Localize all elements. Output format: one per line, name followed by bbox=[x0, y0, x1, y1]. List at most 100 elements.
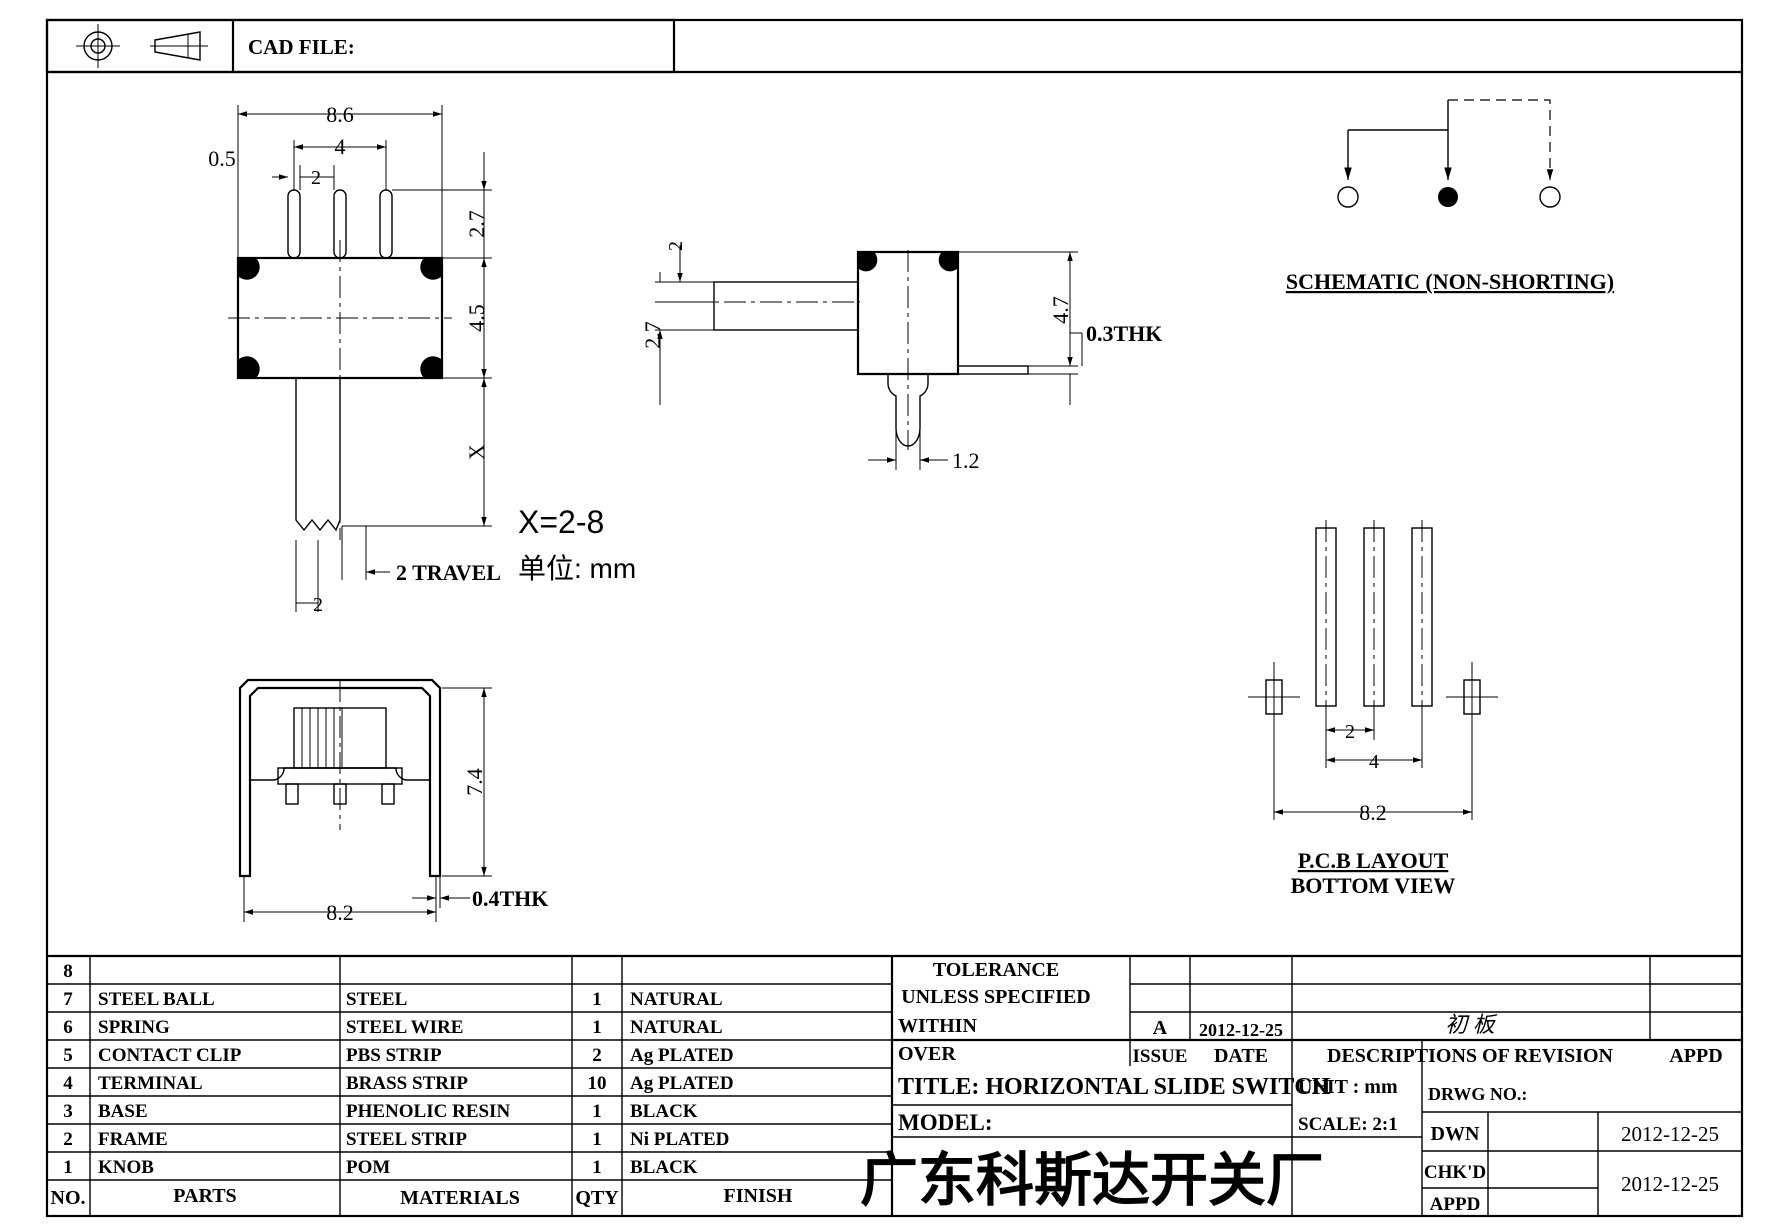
dim-body-label: 4.7 bbox=[1048, 296, 1073, 324]
bom-cell-no: 5 bbox=[63, 1045, 73, 1066]
drawing-title: TITLE: HORIZONTAL SLIDE SWITCH bbox=[898, 1074, 1331, 1100]
dim-knob-width-label: 2 bbox=[313, 594, 323, 616]
over-label: OVER bbox=[898, 1043, 956, 1065]
bom-cell-qty: 10 bbox=[588, 1073, 607, 1094]
cad-file-label: CAD FILE: bbox=[248, 35, 355, 59]
model-label: MODEL: bbox=[898, 1110, 993, 1135]
front-dim-width-label: 8.2 bbox=[326, 900, 354, 925]
dim-leg-label: 1.2 bbox=[952, 448, 980, 473]
pcb-bottom-view-label: BOTTOM VIEW bbox=[1291, 873, 1456, 898]
bom-cell-material: PBS STRIP bbox=[346, 1045, 442, 1066]
drwg-no-label: DRWG NO.: bbox=[1428, 1084, 1527, 1104]
bom-cell-part: FRAME bbox=[98, 1129, 168, 1150]
bom-cell-material: POM bbox=[346, 1157, 390, 1178]
bom-cell-no: 4 bbox=[63, 1073, 73, 1094]
issue-label: ISSUE bbox=[1133, 1046, 1188, 1067]
front-view: 7.4 8.2 0.4THK bbox=[238, 678, 548, 925]
bom-cell-qty: 1 bbox=[592, 1129, 602, 1150]
projection-symbol-icon bbox=[76, 24, 208, 68]
x-range-label: X=2-8 bbox=[518, 504, 604, 540]
bom-row: 8 bbox=[63, 961, 73, 982]
revision-note: 初 板 bbox=[1445, 1012, 1498, 1037]
schematic-label: SCHEMATIC (NON-SHORTING) bbox=[1286, 269, 1614, 294]
bom-cell-part: STEEL BALL bbox=[98, 989, 215, 1010]
drawing-border bbox=[45, 18, 1744, 1218]
bom-cell-no: 8 bbox=[63, 961, 73, 982]
bom-row: 1 KNOB POM 1 BLACK bbox=[63, 1157, 698, 1178]
dim-pin-span-label: 4 bbox=[335, 134, 346, 159]
unit-note-label: 单位: mm bbox=[518, 553, 636, 584]
bom-cell-qty: 1 bbox=[592, 1017, 602, 1038]
front-dim-thk-label: 0.4THK bbox=[472, 886, 548, 911]
unless-specified-label: UNLESS SPECIFIED bbox=[901, 986, 1091, 1008]
header-box bbox=[45, 18, 676, 74]
company-name: 广东科斯达开关厂 bbox=[860, 1148, 1324, 1213]
pcb-dim-width-label: 8.2 bbox=[1359, 800, 1387, 825]
pcb-dim-span-label: 4 bbox=[1369, 751, 1379, 773]
bom-cell-material: STEEL STRIP bbox=[346, 1129, 467, 1150]
bom-header-finish: FINISH bbox=[724, 1185, 793, 1207]
bom-cell-material: STEEL bbox=[346, 989, 407, 1010]
title-block: TOLERANCE UNLESS SPECIFIED WITHIN OVER A… bbox=[860, 956, 1742, 1216]
travel-label: 2 TRAVEL bbox=[396, 560, 501, 585]
bom-cell-no: 6 bbox=[63, 1017, 73, 1038]
contact-open-icon bbox=[1539, 186, 1561, 208]
bom-row: 6 SPRING STEEL WIRE 1 NATURAL bbox=[63, 1017, 722, 1038]
bom-cell-finish: BLACK bbox=[630, 1101, 698, 1122]
bom-cell-material: STEEL WIRE bbox=[346, 1017, 463, 1038]
bom-header-materials: MATERIALS bbox=[400, 1187, 520, 1209]
within-label: WITHIN bbox=[898, 1015, 977, 1037]
bom-cell-no: 1 bbox=[63, 1157, 73, 1178]
bom-row: 7 STEEL BALL STEEL 1 NATURAL bbox=[63, 989, 722, 1010]
bom-cell-part: CONTACT CLIP bbox=[98, 1045, 242, 1066]
bom-cell-part: SPRING bbox=[98, 1017, 170, 1038]
bom-cell-material: PHENOLIC RESIN bbox=[346, 1101, 510, 1122]
dim-width-label: 8.6 bbox=[326, 102, 354, 127]
appd-label: APPD bbox=[1430, 1194, 1481, 1215]
bom-cell-no: 2 bbox=[63, 1129, 73, 1150]
appd-revision-label: APPD bbox=[1669, 1045, 1722, 1067]
bom-cell-qty: 1 bbox=[592, 1101, 602, 1122]
chkd-date: 2012-12-25 bbox=[1621, 1172, 1719, 1196]
contact-open-icon bbox=[1337, 186, 1359, 208]
bom-row: 5 CONTACT CLIP PBS STRIP 2 Ag PLATED bbox=[63, 1045, 733, 1066]
pcb-layout-label: P.C.B LAYOUT bbox=[1298, 848, 1449, 873]
top-view: 8.6 4 2 0.5 2.7 4.5 X X=2-8 单位: mm 2 2 T… bbox=[208, 102, 636, 616]
tolerance-label: TOLERANCE bbox=[933, 959, 1059, 981]
bom-cell-finish: NATURAL bbox=[630, 989, 723, 1010]
bom-cell-part: KNOB bbox=[98, 1157, 154, 1178]
descriptions-of-revision-label: DESCRIPTIONS OF REVISION bbox=[1327, 1045, 1614, 1067]
bom-cell-no: 7 bbox=[63, 989, 73, 1010]
dim-pin-height-label: 2.7 bbox=[464, 210, 489, 238]
issue-date: 2012-12-25 bbox=[1199, 1020, 1283, 1040]
dim-body-height-label: 4.5 bbox=[464, 304, 489, 332]
bom-cell-finish: NATURAL bbox=[630, 1017, 723, 1038]
bom-header-no: NO. bbox=[51, 1187, 86, 1209]
chkd-label: CHK'D bbox=[1424, 1162, 1486, 1183]
dim-pin-width-label: 0.5 bbox=[208, 146, 236, 171]
bom-cell-qty: 1 bbox=[592, 989, 602, 1010]
pcb-dim-pitch-label: 2 bbox=[1345, 721, 1355, 743]
bom-header-parts: PARTS bbox=[173, 1185, 236, 1207]
bom-cell-finish: Ag PLATED bbox=[630, 1045, 734, 1066]
contact-common-icon bbox=[1438, 187, 1458, 207]
bom-cell-qty: 2 bbox=[592, 1045, 602, 1066]
issue-value: A bbox=[1153, 1017, 1168, 1039]
date-label: DATE bbox=[1214, 1045, 1268, 1067]
bom-header-qty: QTY bbox=[575, 1187, 619, 1209]
dim-pin-pitch-label: 2 bbox=[311, 167, 321, 189]
side-view: 2 2.7 4.7 0.3THK 1.2 bbox=[640, 241, 1162, 473]
bom-cell-no: 3 bbox=[63, 1101, 73, 1122]
unit-label: UNIT : mm bbox=[1298, 1076, 1398, 1098]
bom-cell-finish: BLACK bbox=[630, 1157, 698, 1178]
bom-cell-material: BRASS STRIP bbox=[346, 1073, 468, 1094]
dwn-label: DWN bbox=[1431, 1123, 1480, 1145]
bom-cell-qty: 1 bbox=[592, 1157, 602, 1178]
bom-cell-finish: Ag PLATED bbox=[630, 1073, 734, 1094]
dim-knob-offset-label: 2 bbox=[665, 241, 687, 251]
schematic: SCHEMATIC (NON-SHORTING) bbox=[1286, 99, 1614, 294]
dim-knob-height-label: 2.7 bbox=[640, 321, 665, 349]
